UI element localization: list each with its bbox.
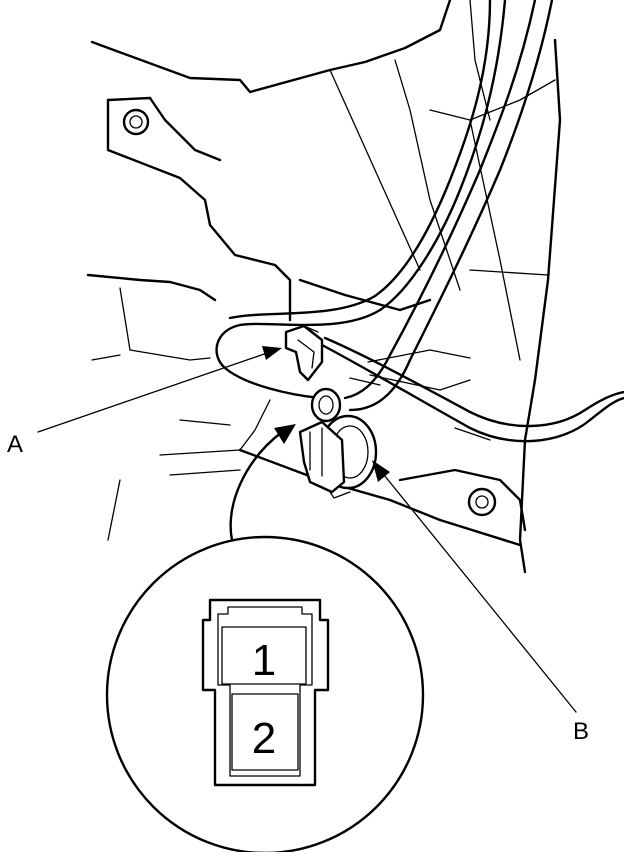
pin-1-label: 1 [252,636,276,685]
pin-2-label: 2 [252,714,276,763]
leader-lines [37,346,577,713]
wire-harness [215,0,624,443]
component-b [298,387,378,499]
callout-b-label: B [573,718,590,745]
callout-a-label: A [7,431,24,458]
connector-a [284,324,324,382]
connector-view: 1 2 [105,535,425,852]
body-panel [86,0,562,574]
